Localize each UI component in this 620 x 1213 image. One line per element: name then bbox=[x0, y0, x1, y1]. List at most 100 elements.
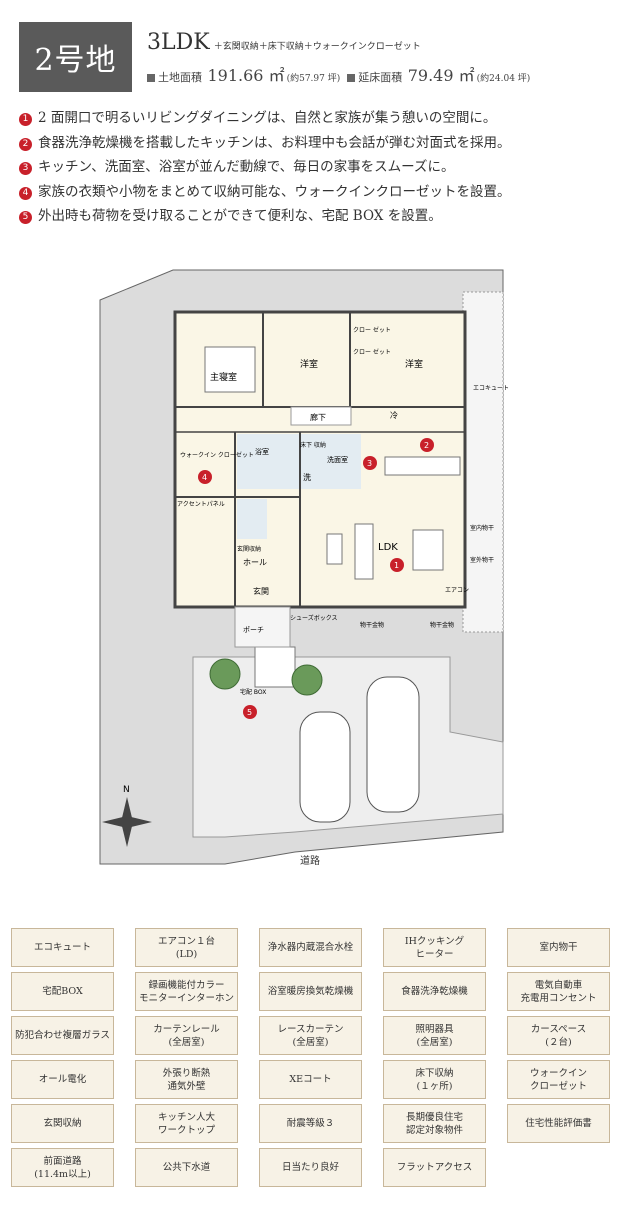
porch-area bbox=[234, 606, 291, 648]
equipment-item: 宅配BOX bbox=[11, 972, 114, 1011]
land-area-value: 191.66 ㎡ bbox=[207, 66, 285, 85]
bed bbox=[204, 346, 256, 393]
floor-storage-label: 床下 収納 bbox=[300, 441, 326, 449]
square-icon bbox=[347, 74, 356, 82]
equipment-item: 耐震等級３ bbox=[259, 1104, 362, 1143]
dining-table bbox=[412, 529, 444, 571]
ldk-label: LDK bbox=[378, 542, 398, 553]
equipment-item: XEコート bbox=[259, 1060, 362, 1099]
equipment-item: 前面道路 (11.4m以上) bbox=[11, 1148, 114, 1187]
marker-5 bbox=[243, 705, 257, 719]
marker-1 bbox=[390, 558, 404, 572]
equipment-item: 室内物干 bbox=[507, 928, 610, 967]
outdoor-dry-label: 室外物干 bbox=[470, 556, 494, 564]
tree-icon bbox=[209, 658, 241, 690]
equipment-item: 日当たり良好 bbox=[259, 1148, 362, 1187]
room-label-bg bbox=[290, 406, 352, 426]
kitchen-counter bbox=[384, 456, 461, 476]
equipment-item: 照明器具 (全居室) bbox=[383, 1016, 486, 1055]
delivery-box-label: 宅配 BOX bbox=[240, 688, 266, 696]
feature-item: 4 家族の衣類や小物をまとめて収納可能な、ウォークインクローゼットを設置。 bbox=[19, 180, 511, 205]
equipment-item: エアコン１台 (LD) bbox=[135, 928, 238, 967]
marker-num: 3 bbox=[367, 459, 372, 468]
feature-text: 2 面開口で明るいリビングダイニングは、自然と家族が集う憩いの空間に。 bbox=[38, 110, 497, 126]
equipment-item: ウォークイン クローゼット bbox=[507, 1060, 610, 1099]
fridge-label: 冷 bbox=[390, 410, 398, 420]
feature-text: 外出時も荷物を受け取ることができて便利な、宅配 BOX を設置。 bbox=[38, 208, 442, 224]
equipment-item: エコキュート bbox=[11, 928, 114, 967]
equipment-item: 防犯合わせ複層ガラス bbox=[11, 1016, 114, 1055]
entry-storage-label: 玄関収納 bbox=[237, 545, 261, 553]
floor-area-value: 79.49 ㎡ bbox=[407, 66, 475, 85]
equipment-item: レースカーテン (全居室) bbox=[259, 1016, 362, 1055]
equipment-item: 玄関収納 bbox=[11, 1104, 114, 1143]
stairs bbox=[254, 646, 296, 688]
accent-panel-label: アクセントパネル bbox=[177, 501, 225, 508]
aircon-label: エアコン bbox=[445, 587, 469, 594]
low-table bbox=[326, 533, 343, 565]
car-icon bbox=[366, 676, 420, 813]
feature-item: 1 2 面開口で明るいリビングダイニングは、自然と家族が集う憩いの空間に。 bbox=[19, 106, 511, 131]
equipment-item: キッチン人大 ワークトップ bbox=[135, 1104, 238, 1143]
marker-num: 5 bbox=[247, 708, 252, 717]
indoor-dry-label: 室内物干 bbox=[470, 524, 494, 532]
equipment-item: 長期優良住宅 認定対象物件 bbox=[383, 1104, 486, 1143]
equipment-item: 食器洗浄乾燥機 bbox=[383, 972, 486, 1011]
road-label: 道路 bbox=[300, 856, 320, 867]
equipment-item: 外張り断熱 通気外壁 bbox=[135, 1060, 238, 1099]
feature-item: 2 食器洗浄乾燥機を搭載したキッチンは、お料理中も会話が弾む対面式を採用。 bbox=[19, 131, 511, 156]
bathroom-fill bbox=[237, 434, 299, 489]
marker-num: 2 bbox=[424, 441, 429, 450]
equipment-item: オール電化 bbox=[11, 1060, 114, 1099]
sofa bbox=[354, 523, 374, 580]
porch-label: ポーチ bbox=[243, 626, 264, 634]
hall-label: ホール bbox=[243, 558, 267, 567]
feature-text: キッチン、洗面室、浴室が並んだ動線で、毎日の家事をスムーズに。 bbox=[38, 159, 455, 175]
car-icon bbox=[299, 711, 351, 823]
room-western-1: 洋室 bbox=[300, 358, 318, 370]
equipment-item: カーテンレール (全居室) bbox=[135, 1016, 238, 1055]
feature-item: 5 外出時も荷物を受け取ることができて便利な、宅配 BOX を設置。 bbox=[19, 204, 511, 229]
marker-3 bbox=[363, 456, 377, 470]
gravel-area bbox=[462, 291, 504, 633]
square-icon bbox=[147, 74, 155, 82]
room-western-2: 洋室 bbox=[405, 358, 423, 370]
land-area-tsubo: (約57.97 坪) bbox=[286, 74, 341, 84]
bath-label: 浴室 bbox=[255, 447, 269, 456]
feature-text: 食器洗浄乾燥機を搭載したキッチンは、お料理中も会話が弾む対面式を採用。 bbox=[38, 134, 511, 151]
layout-extra: ＋玄関収納＋床下収納＋ウォークインクローゼット bbox=[213, 42, 421, 52]
marker-2 bbox=[420, 438, 434, 452]
equipment-item: 公共下水道 bbox=[135, 1148, 238, 1187]
equipment-item: 録画機能付カラー モニターインターホン bbox=[135, 972, 238, 1011]
shoebox-label: シューズボックス bbox=[290, 614, 338, 622]
wash-label: 洗 bbox=[303, 472, 311, 482]
feature-number: 2 bbox=[19, 137, 32, 151]
land-area-label: 土地面積 bbox=[158, 71, 202, 84]
marker-num: 1 bbox=[394, 561, 399, 570]
tree-icon bbox=[291, 664, 323, 696]
layout-type: 3LDK＋玄関収納＋床下収納＋ウォークインクローゼット bbox=[147, 30, 421, 55]
floor-area-tsubo: (約24.04 坪) bbox=[476, 74, 531, 84]
area-info: 土地面積 191.66 ㎡(約57.97 坪) 延床面積 79.49 ㎡(約24… bbox=[147, 62, 530, 86]
floor-area-label: 延床面積 bbox=[358, 71, 403, 84]
hallway-label: 廊下 bbox=[310, 412, 326, 422]
marker-num: 4 bbox=[202, 473, 207, 482]
feature-text: 家族の衣類や小物をまとめて収納可能な、ウォークインクローゼットを設置。 bbox=[38, 183, 511, 200]
equipment-item: 電気自動車 充電用コンセント bbox=[507, 972, 610, 1011]
closet-label-2: クロー ゼット bbox=[353, 348, 391, 356]
feature-number: 5 bbox=[19, 211, 32, 224]
marker-4 bbox=[198, 470, 212, 484]
washroom-fill bbox=[301, 434, 361, 489]
entrance-label: 玄関 bbox=[253, 586, 269, 596]
feature-number: 3 bbox=[19, 162, 32, 175]
drying-label-2: 物干金物 bbox=[430, 621, 454, 629]
floor-plan: 主寝室 洋室 洋室 クロー ゼット クロー ゼット 廊下 冷 浴室 床下 収納 … bbox=[99, 269, 509, 865]
drying-label-1: 物干金物 bbox=[360, 621, 384, 629]
feature-list: 1 2 面開口で明るいリビングダイニングは、自然と家族が集う憩いの空間に。 2 食器… bbox=[19, 106, 511, 229]
toilet-fill bbox=[237, 499, 267, 539]
lot-badge: 2号地 bbox=[19, 22, 132, 92]
feature-number: 4 bbox=[19, 186, 32, 200]
feature-number: 1 bbox=[19, 113, 32, 126]
north-label: N bbox=[123, 785, 130, 795]
equipment-item: 浴室暖房換気乾燥機 bbox=[259, 972, 362, 1011]
